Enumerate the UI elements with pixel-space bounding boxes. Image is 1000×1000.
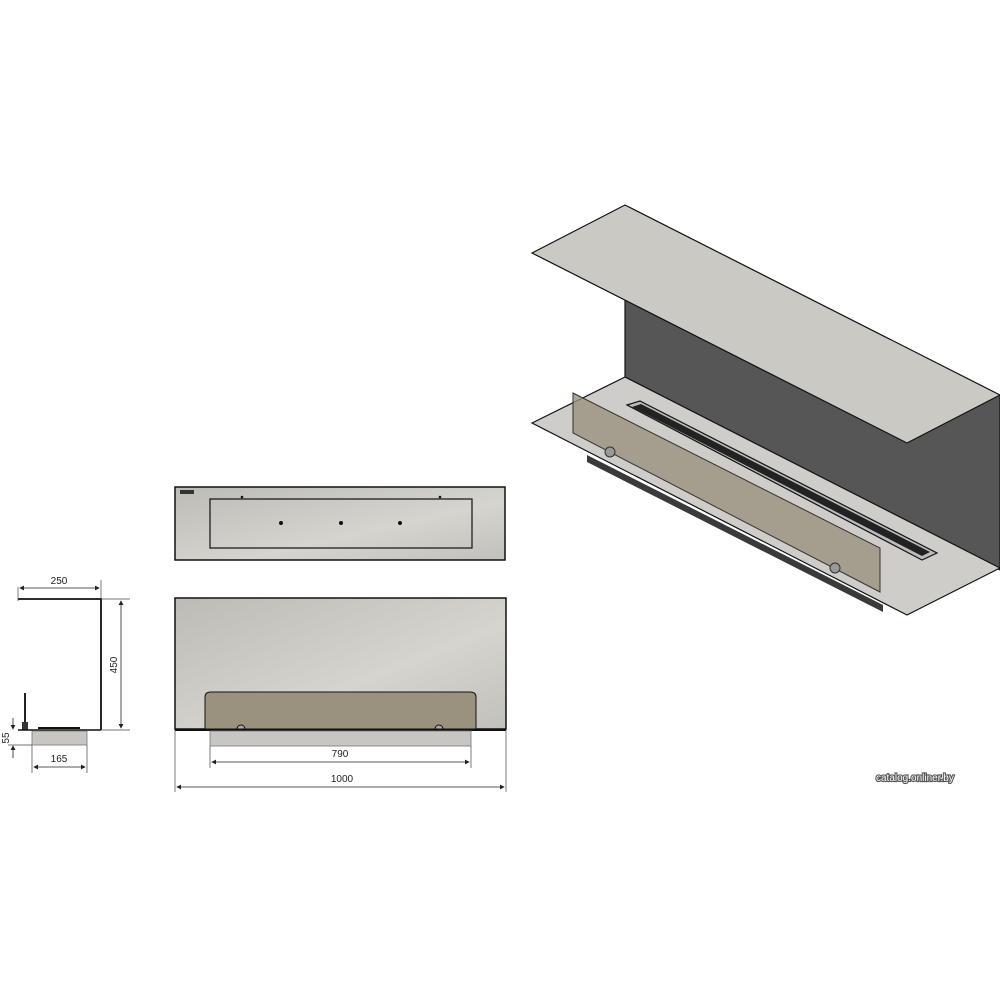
- top-view: [174, 486, 506, 561]
- dim-790: 790: [332, 749, 349, 760]
- glass-screen: [204, 691, 477, 730]
- logo-mark: [180, 490, 194, 494]
- isometric-view: [530, 204, 1000, 616]
- dim-55: 55: [1, 732, 12, 744]
- dim-165: 165: [51, 754, 68, 765]
- side-view: 250 450 55 165: [1, 576, 130, 773]
- top-panel: [530, 204, 1000, 444]
- dim-450: 450: [109, 656, 120, 673]
- glass-screen-iso: [572, 392, 881, 593]
- front-view: 790 1000: [174, 597, 507, 792]
- dim-1000: 1000: [331, 774, 354, 785]
- burner-box: [209, 730, 472, 747]
- watermark: catalog.onliner.by: [876, 773, 954, 784]
- dim-250: 250: [51, 576, 68, 587]
- burner-outline: [209, 498, 473, 549]
